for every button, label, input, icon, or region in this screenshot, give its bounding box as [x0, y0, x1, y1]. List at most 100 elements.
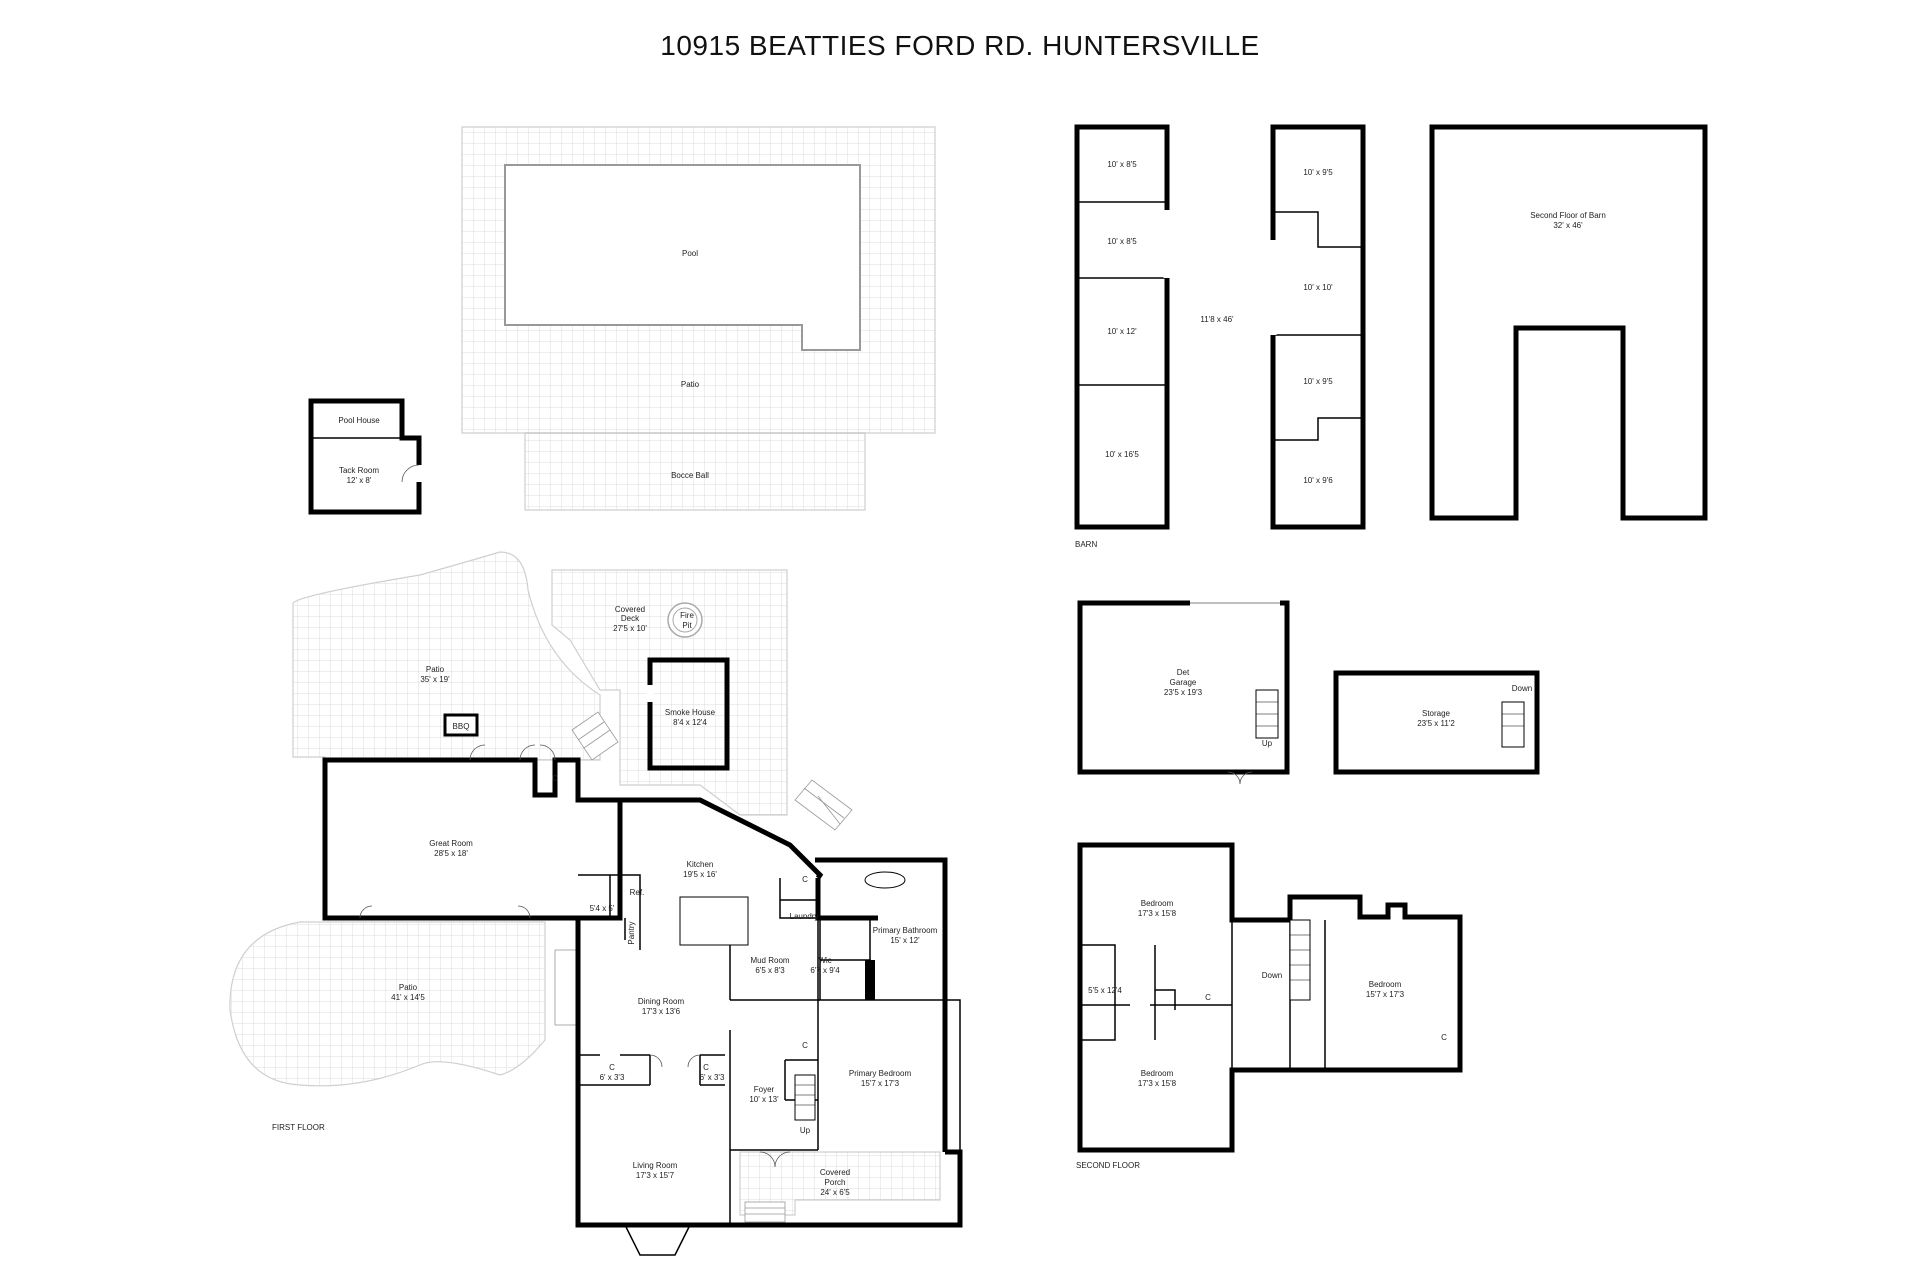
closet-mark-1: C [552, 774, 558, 783]
label-mud-room-size: 6'5 x 8'3 [755, 966, 785, 975]
barn-second-floor-walls [1429, 124, 1708, 521]
label-living-room-size: 17'3 x 15'7 [636, 1171, 675, 1180]
label-barn-second-floor-size: 32' x 46' [1553, 221, 1583, 230]
label-fire-pit-2: Pit [682, 621, 692, 630]
bathtub-icon [864, 871, 906, 889]
label-covered-porch-2: Porch [825, 1178, 846, 1187]
label-closet1-size: 6' x 3'3 [600, 1073, 625, 1082]
label-stall-r4: 10' x 9'6 [1303, 476, 1333, 485]
label-storage: Storage [1422, 709, 1451, 718]
kitchen-top-wall [578, 797, 824, 880]
label-primary-bedroom: Primary Bedroom [849, 1069, 912, 1078]
label-half-bath-size: 5'4 x 5' [590, 904, 615, 913]
label-up: Up [800, 1126, 811, 1135]
label-second-floor-down: Down [1262, 971, 1282, 980]
label-patio-bottom-size: 41' x 14'5 [391, 993, 425, 1002]
label-primary-bathroom-size: 15' x 12' [890, 936, 920, 945]
labels: Pool Patio Bocce Ball Pool House Tack Ro… [272, 160, 1606, 1197]
label-stall-l3: 10' x 12' [1107, 327, 1137, 336]
label-patio-top: Patio [426, 665, 445, 674]
label-foyer: Foyer [754, 1085, 775, 1094]
label-primary-bedroom-size: 15'7 x 17'3 [861, 1079, 900, 1088]
label-storage-size: 23'5 x 11'2 [1417, 719, 1455, 728]
patio-bottom-tile [229, 921, 546, 1087]
label-stall-l2: 10' x 8'5 [1107, 237, 1137, 246]
label-fire-pit: Fire [680, 611, 694, 620]
label-stall-r3: 10' x 9'5 [1303, 377, 1333, 386]
label-bocce: Bocce Ball [671, 471, 709, 480]
label-bedroom2-size: 17'3 x 15'8 [1138, 1079, 1177, 1088]
label-aisle: 11'8 x 46' [1200, 315, 1234, 324]
barn-label: BARN [1075, 540, 1097, 549]
label-stall-l4: 10' x 16'5 [1105, 450, 1139, 459]
closet-mark-3: C [802, 1041, 808, 1050]
label-stall-r2: 10' x 10' [1303, 283, 1333, 292]
closet-mark-2: C [802, 875, 808, 884]
label-stall-l1: 10' x 8'5 [1107, 160, 1137, 169]
label-bedroom3: Bedroom [1369, 980, 1402, 989]
label-kitchen-size: 19'5 x 16' [683, 870, 717, 879]
label-covered-deck-size: 27'5 x 10' [613, 624, 647, 633]
label-mud-room: Mud Room [750, 956, 789, 965]
label-covered-deck-2: Deck [621, 614, 640, 623]
pool-outline [504, 164, 861, 351]
first-floor-label: FIRST FLOOR [272, 1123, 325, 1132]
closet-mark-sf-1: C [1205, 993, 1211, 1002]
label-closet2-size: 6' x 3'3 [700, 1073, 725, 1082]
pool-area [461, 126, 936, 511]
label-bedroom3-size: 15'7 x 17'3 [1366, 990, 1405, 999]
closet-mark-4: C [609, 1063, 615, 1072]
label-garage-size: 23'5 x 19'3 [1164, 688, 1203, 697]
label-smoke-house-size: 8'4 x 12'4 [673, 718, 707, 727]
label-barn-second-floor: Second Floor of Barn [1530, 211, 1606, 220]
first-floor-house [322, 713, 963, 1256]
label-patio-bottom: Patio [399, 983, 418, 992]
label-ref: Ref. [630, 888, 645, 897]
barn [1074, 124, 1708, 530]
smoke-house-walls [647, 657, 730, 771]
label-bedroom2: Bedroom [1141, 1069, 1174, 1078]
label-foyer-size: 10' x 13' [749, 1095, 779, 1104]
plan-title: 10915 BEATTIES FORD RD. HUNTERSVILLE [660, 30, 1260, 61]
label-covered-deck: Covered [615, 605, 645, 614]
label-tack-room-size: 12' x 8' [347, 476, 372, 485]
bbq-box [443, 713, 479, 737]
covered-porch-tile [739, 1151, 941, 1216]
second-floor [1077, 842, 1463, 1153]
first-floor-patios [229, 551, 941, 1223]
label-pool-patio: Patio [681, 380, 700, 389]
label-garage-name: Det [1177, 668, 1190, 677]
pool-house [308, 398, 423, 515]
label-kitchen: Kitchen [687, 860, 714, 869]
label-pool-house: Pool House [338, 416, 380, 425]
label-patio-top-size: 35' x 19' [420, 675, 450, 684]
label-tack-room: Tack Room [339, 466, 379, 475]
label-primary-bathroom: Primary Bathroom [873, 926, 938, 935]
label-covered-porch: Covered [820, 1168, 850, 1177]
label-laundry: Laundry [790, 912, 819, 921]
fireplace-block [865, 960, 875, 1000]
label-great-room: Great Room [429, 839, 473, 848]
label-bedroom1: Bedroom [1141, 899, 1174, 908]
label-covered-porch-size: 24' x 6'5 [820, 1188, 850, 1197]
label-stall-r1: 10' x 9'5 [1303, 168, 1333, 177]
label-storage-down: Down [1512, 684, 1532, 693]
label-wic-size: 6'7 x 9'4 [810, 966, 840, 975]
label-smoke-house: Smoke House [665, 708, 716, 717]
label-bath-size: 5'5 x 12'4 [1088, 986, 1122, 995]
label-dining-room: Dining Room [638, 997, 685, 1006]
label-pantry: Pantry [627, 921, 636, 944]
label-bedroom1-size: 17'3 x 15'8 [1138, 909, 1177, 918]
label-garage-name-2: Garage [1170, 678, 1197, 687]
closet-mark-5: C [703, 1063, 709, 1072]
label-great-room-size: 28'5 x 18' [434, 849, 468, 858]
label-wic: Wic [818, 956, 831, 965]
kitchen-island [679, 896, 749, 946]
main-outline [575, 800, 963, 1228]
second-floor-label: SECOND FLOOR [1076, 1161, 1140, 1170]
label-bbq: BBQ [453, 722, 470, 731]
closet-mark-sf-2: C [1441, 1033, 1447, 1042]
label-dining-room-size: 17'3 x 13'6 [642, 1007, 681, 1016]
label-living-room: Living Room [633, 1161, 678, 1170]
patio-top-tile [292, 551, 601, 761]
